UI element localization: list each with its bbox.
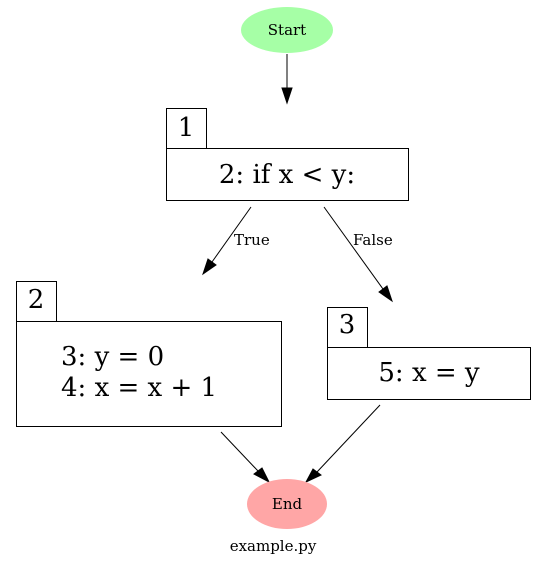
- arrowhead-block-2-to-end: [253, 467, 271, 484]
- block-3: 3 5: x = y: [327, 307, 531, 400]
- arrowhead-block-1-to-block-2: [202, 258, 217, 276]
- block-2-box: [16, 321, 282, 427]
- block-1-box: [166, 148, 409, 201]
- block-1: 1 2: if x < y:: [166, 108, 409, 201]
- block-2-line-1: 3: y = 0: [61, 342, 164, 372]
- start-node: Start: [241, 7, 333, 53]
- block-3-id: 3: [339, 310, 356, 340]
- edge-block-2-to-end: [220, 431, 259, 472]
- block-2-id: 2: [28, 285, 45, 315]
- block-2: 2 3: y = 0 4: x = x + 1: [16, 281, 282, 427]
- block-2-line-2: 4: x = x + 1: [61, 373, 217, 403]
- block-3-line-1: 5: x = y: [378, 358, 480, 388]
- block-2-id-tab: [16, 281, 57, 322]
- arrowhead-start-to-block-1: [281, 87, 293, 105]
- arrowhead-block-1-to-block-3: [378, 285, 393, 303]
- edge-block-1-to-block-2: [211, 206, 252, 263]
- block-3-box: [327, 347, 531, 400]
- edge-label-true: True: [234, 231, 270, 249]
- arrowhead-block-3-to-end: [304, 468, 322, 484]
- edges: True False: [202, 54, 393, 484]
- block-3-id-tab: [327, 307, 368, 348]
- diagram-caption: example.py: [230, 537, 317, 555]
- end-node: End: [247, 479, 327, 529]
- edge-block-3-to-end: [316, 404, 381, 473]
- block-1-line-1: 2: if x < y:: [219, 160, 355, 190]
- start-label: Start: [268, 21, 306, 39]
- edge-label-false: False: [353, 231, 393, 249]
- end-label: End: [272, 495, 303, 513]
- block-1-id: 1: [178, 113, 195, 143]
- start-ellipse: [241, 7, 333, 53]
- end-ellipse: [247, 479, 327, 529]
- edge-block-1-to-block-3: [323, 206, 384, 290]
